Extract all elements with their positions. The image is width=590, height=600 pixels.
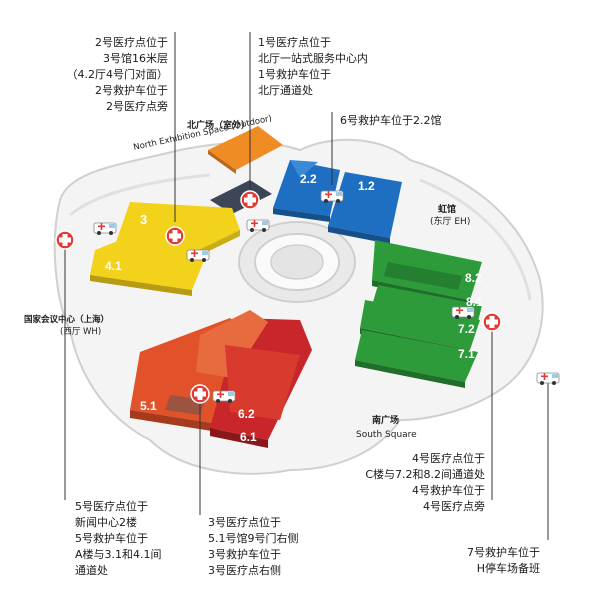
note-7: 7号救护车位于 H停车场备班 — [467, 545, 540, 575]
svg-text:3号医疗点右侧: 3号医疗点右侧 — [208, 563, 281, 577]
svg-text:4号医疗点旁: 4号医疗点旁 — [423, 499, 485, 513]
medical-point-5-icon — [55, 230, 75, 250]
svg-text:6号救护车位于2.2馆: 6号救护车位于2.2馆 — [340, 113, 442, 127]
svg-text:5.1号馆9号门右侧: 5.1号馆9号门右侧 — [208, 531, 299, 545]
svg-text:1号医疗点位于: 1号医疗点位于 — [258, 35, 331, 49]
svg-text:C楼与7.2和8.2间通道处: C楼与7.2和8.2间通道处 — [365, 467, 485, 481]
red-halls — [130, 310, 312, 448]
svg-text:（4.2厅4号门对面）: （4.2厅4号门对面） — [67, 67, 169, 81]
svg-text:1号救护车位于: 1号救护车位于 — [258, 67, 331, 81]
svg-text:7号救护车位于: 7号救护车位于 — [467, 545, 540, 559]
west-hall-label: 国家会议中心（上海） — [24, 314, 109, 325]
ambulance-3-icon — [212, 390, 236, 404]
south-square-label: 南广场 — [372, 414, 399, 426]
svg-text:5号医疗点位于: 5号医疗点位于 — [75, 499, 148, 513]
svg-text:A楼与3.1和4.1间: A楼与3.1和4.1间 — [75, 547, 162, 561]
south-square-en-label: South Square — [356, 430, 417, 440]
hongguan-label: 虹馆 — [438, 203, 456, 215]
green-halls — [355, 240, 482, 388]
hall-label-8-1: 8.1 — [466, 295, 483, 309]
hall-label-5-1: 5.1 — [140, 399, 157, 413]
medical-point-4-icon — [482, 312, 502, 332]
svg-text:3号救护车位于: 3号救护车位于 — [208, 547, 281, 561]
svg-text:新闻中心2楼: 新闻中心2楼 — [75, 515, 137, 529]
svg-text:3号馆16米层: 3号馆16米层 — [103, 51, 168, 65]
note-3: 3号医疗点位于 5.1号馆9号门右侧 3号救护车位于 3号医疗点右侧 — [208, 515, 299, 577]
ambulance-6-icon — [320, 190, 344, 204]
svg-text:2号救护车位于: 2号救护车位于 — [95, 83, 168, 97]
leader-lines — [64, 32, 549, 540]
hall-label-4-1: 4.1 — [105, 259, 122, 273]
svg-text:北厅一站式服务中心内: 北厅一站式服务中心内 — [258, 51, 368, 65]
ambulance-7-icon — [536, 372, 560, 386]
svg-text:4号医疗点位于: 4号医疗点位于 — [412, 451, 485, 465]
svg-text:H停车场备班: H停车场备班 — [477, 561, 540, 575]
medical-point-3-icon — [190, 384, 210, 404]
medical-point-2-icon — [165, 226, 185, 246]
ambulance-1-icon — [246, 219, 270, 233]
svg-text:4号救护车位于: 4号救护车位于 — [412, 483, 485, 497]
hall-label-7-2: 7.2 — [458, 322, 475, 336]
ambulance-4-icon — [451, 306, 475, 320]
ambulance-2-icon — [186, 249, 210, 263]
svg-text:3号医疗点位于: 3号医疗点位于 — [208, 515, 281, 529]
medical-point-1-icon — [240, 190, 260, 210]
note-6: 6号救护车位于2.2馆 — [340, 113, 442, 127]
hall-label-7-1: 7.1 — [458, 347, 475, 361]
ambulance-5-icon — [93, 222, 117, 236]
note-2: 2号医疗点位于 3号馆16米层 （4.2厅4号门对面） 2号救护车位于 2号医疗… — [67, 35, 169, 113]
north-plaza-label: 北广场（室外） — [187, 119, 250, 131]
west-hall-en-label: (西厅 WH) — [60, 327, 101, 337]
svg-text:北厅通道处: 北厅通道处 — [258, 83, 313, 97]
note-1: 1号医疗点位于 北厅一站式服务中心内 1号救护车位于 北厅通道处 — [258, 35, 368, 97]
hall-label-3: 3 — [140, 212, 147, 227]
note-4: 4号医疗点位于 C楼与7.2和8.2间通道处 4号救护车位于 4号医疗点旁 — [365, 451, 485, 513]
hall-label-1-2: 1.2 — [358, 179, 375, 193]
hall-label-2-2: 2.2 — [300, 172, 317, 186]
note-5: 5号医疗点位于 新闻中心2楼 5号救护车位于 A楼与3.1和4.1间 通道处 — [75, 499, 162, 577]
svg-text:5号救护车位于: 5号救护车位于 — [75, 531, 148, 545]
blue-halls — [273, 160, 402, 244]
svg-text:2号医疗点位于: 2号医疗点位于 — [95, 35, 168, 49]
hall-label-8-2: 8.2 — [465, 271, 482, 285]
north-plaza-area — [208, 126, 283, 170]
hall-label-6-1: 6.1 — [240, 430, 257, 444]
central-plaza — [238, 221, 356, 303]
svg-text:通道处: 通道处 — [75, 563, 108, 577]
hongguan-en-label: (东厅 EH) — [430, 215, 470, 227]
hall-label-6-2: 6.2 — [238, 407, 255, 421]
svg-text:2号医疗点旁: 2号医疗点旁 — [106, 99, 168, 113]
